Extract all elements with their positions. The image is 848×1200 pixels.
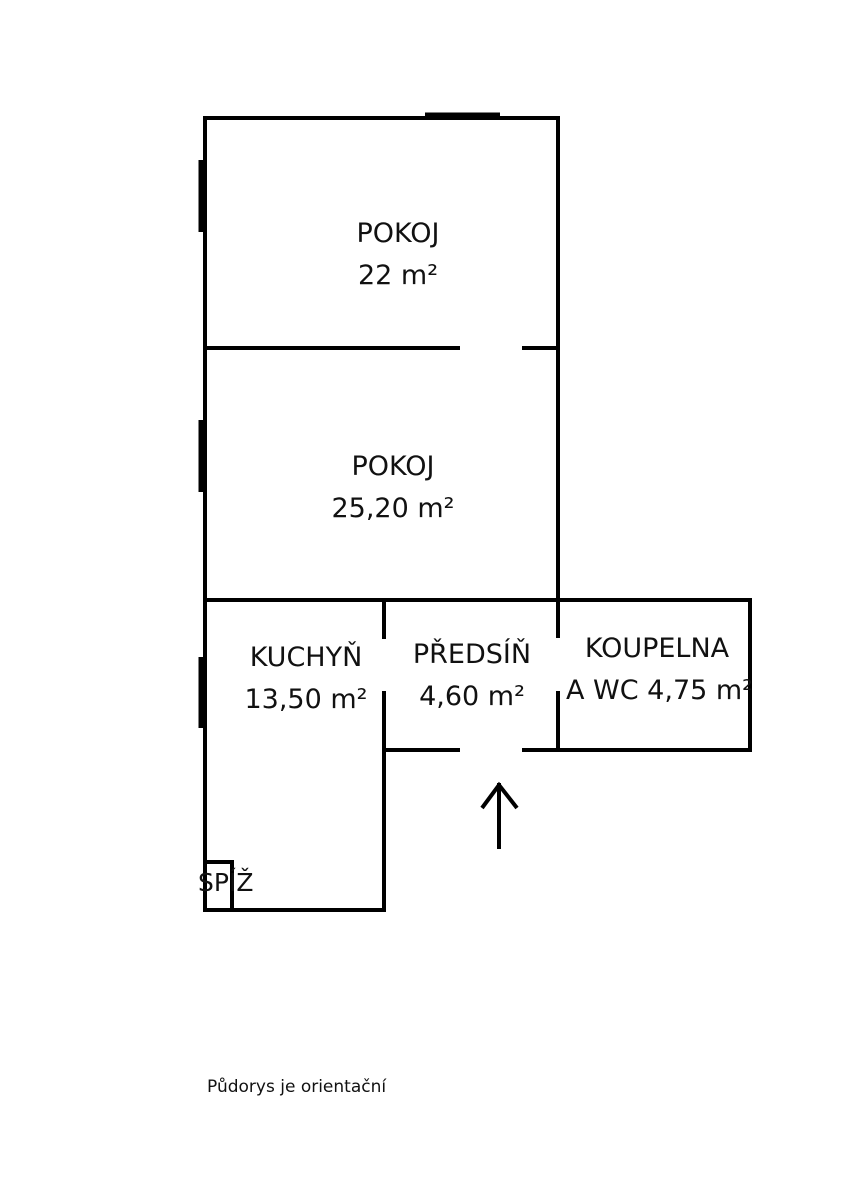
room-area: 13,50 m² <box>244 684 368 715</box>
room-name: KUCHYŇ <box>249 642 363 673</box>
room-area: 25,20 m² <box>331 493 455 524</box>
room-area: A WC 4,75 m² <box>566 675 752 706</box>
room-label: PŘEDSÍŇ 4,60 m² <box>392 634 552 718</box>
room-name: POKOJ <box>356 218 440 249</box>
room-label: KUCHYŇ 13,50 m² <box>226 637 386 721</box>
room-label: POKOJ 22 m² <box>318 213 478 297</box>
arrow-head-icon <box>480 781 519 810</box>
room-label: KOUPELNA A WC 4,75 m² <box>562 628 752 712</box>
disclaimer-note: Půdorys je orientační <box>207 1077 387 1097</box>
pantry-box <box>203 860 234 912</box>
room-name: PŘEDSÍŇ <box>412 639 532 670</box>
room-name: POKOJ <box>351 451 435 482</box>
room-area: 22 m² <box>357 260 439 291</box>
room-label-pantry: SPÍŽ <box>198 868 254 897</box>
room-name: KOUPELNA <box>584 633 730 664</box>
room-label: POKOJ 25,20 m² <box>313 446 473 530</box>
room-area: 4,60 m² <box>419 681 525 712</box>
